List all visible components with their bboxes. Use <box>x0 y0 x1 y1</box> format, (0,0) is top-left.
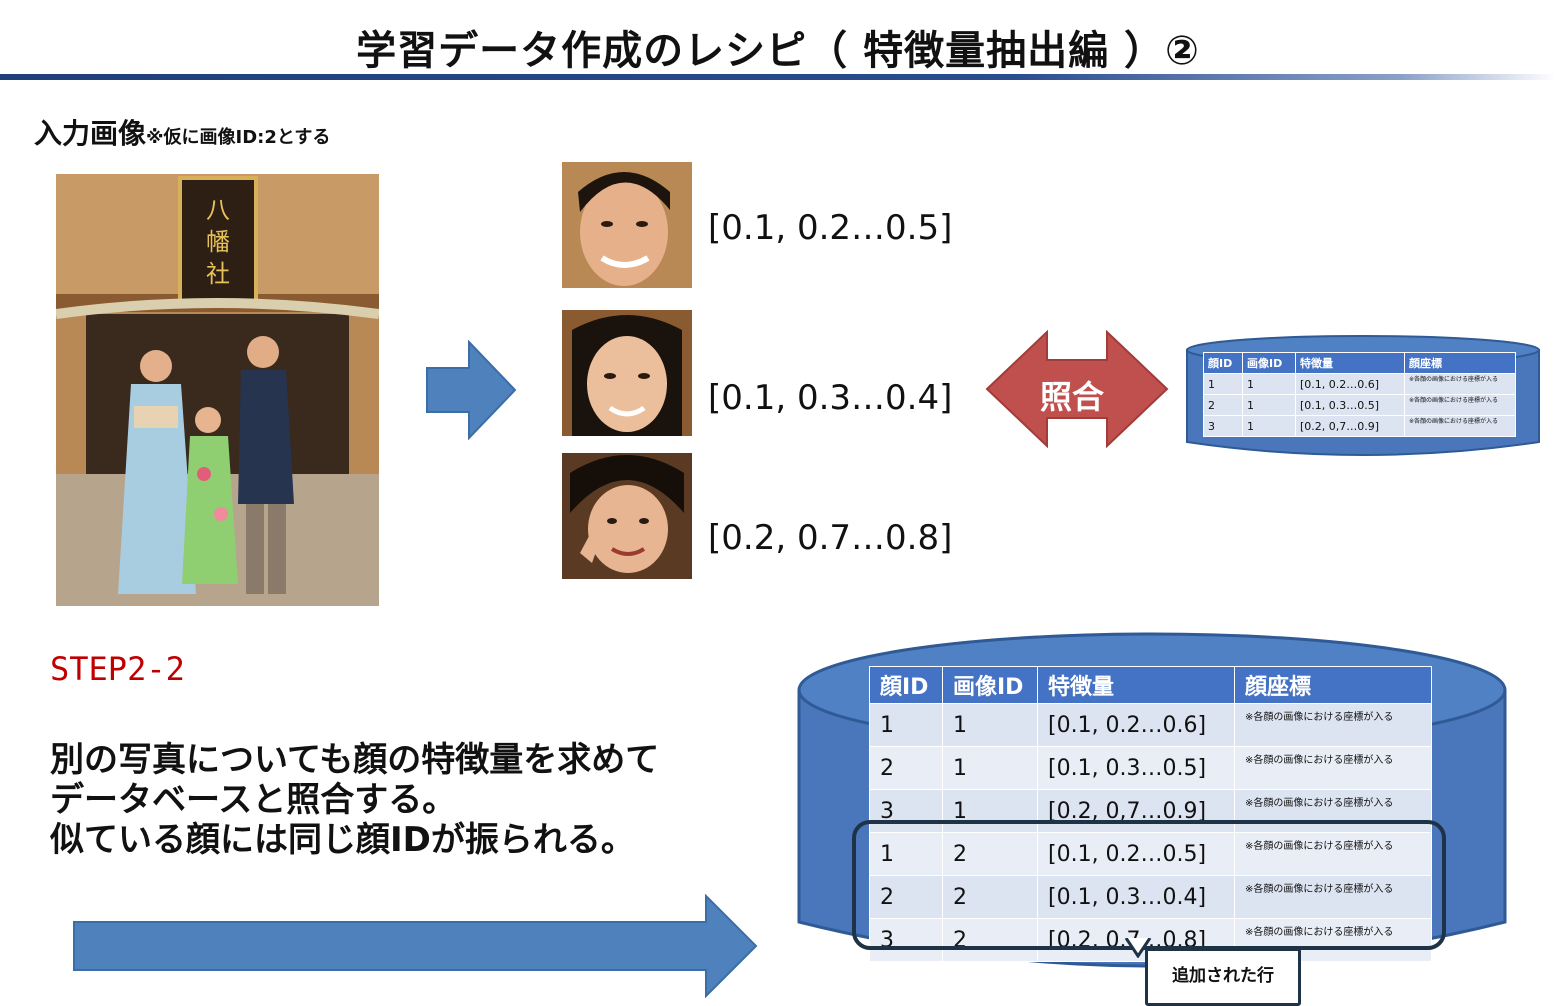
big-table-row: 1 1 [0.1, 0.2…0.6] ※各顔の画像における座標が入る <box>869 703 1432 747</box>
database-big-table: 顔ID 画像ID 特徴量 顔座標 1 1 [0.1, 0.2…0.6] ※各顔の… <box>869 666 1432 962</box>
big-table-row: 2 1 [0.1, 0.3…0.5] ※各顔の画像における座標が入る <box>869 746 1432 790</box>
match-label: 照合 <box>1040 378 1105 416</box>
face-2-illustration <box>562 310 692 436</box>
flow-arrow-bottom <box>73 894 758 998</box>
page-title: 学習データ作成のレシピ（ 特徴量抽出編 ）② <box>356 28 1200 74</box>
svg-text:幡: 幡 <box>206 228 230 256</box>
added-rows-highlight <box>852 820 1446 950</box>
face-crop-2 <box>562 310 692 436</box>
input-image-label: 入力画像※仮に画像ID:2とする <box>34 112 330 152</box>
big-table-row: 3 1 [0.2, 0,7…0.9] ※各顔の画像における座標が入る <box>869 789 1432 833</box>
added-rows-label: 追加された行 <box>1145 948 1301 1006</box>
step-description: 別の写真についても顔の特徴量を求めて データベースと照合する。 似ている顔には同… <box>50 740 659 860</box>
face-3-illustration <box>562 453 692 579</box>
big-col-image-id: 画像ID <box>942 666 1038 704</box>
small-table-row: 2 1 [0.1, 0.3…0.5] ※各顔の画像における座標が入る <box>1203 394 1516 416</box>
small-col-coord: 顔座標 <box>1404 352 1516 374</box>
description-line-3: 似ている顔には同じ顔IDが振られる。 <box>50 820 635 860</box>
small-col-image-id: 画像ID <box>1242 352 1296 374</box>
face-vector-3: [0.2, 0.7…0.8] <box>708 518 953 558</box>
step-label: STEP2-2 <box>50 650 185 688</box>
face-crop-3 <box>562 453 692 579</box>
big-col-coord: 顔座標 <box>1234 666 1432 704</box>
face-vector-1: [0.1, 0.2…0.5] <box>708 208 953 248</box>
small-col-face-id: 顔ID <box>1203 352 1243 374</box>
input-image-label-text: 入力画像 <box>34 117 147 150</box>
input-photo-illustration: 八 幡 社 <box>56 174 379 606</box>
small-table-row: 3 1 [0.2, 0,7…0.9] ※各顔の画像における座標が入る <box>1203 415 1516 437</box>
face-1-illustration <box>562 162 692 288</box>
face-crop-1 <box>562 162 692 288</box>
title-underline <box>0 74 1556 80</box>
input-image-note: ※仮に画像ID:2とする <box>146 127 331 148</box>
input-photo: 八 幡 社 <box>56 174 379 606</box>
svg-text:社: 社 <box>206 260 230 288</box>
description-line-1: 別の写真についても顔の特徴量を求めて <box>50 740 660 780</box>
big-col-feature: 特徴量 <box>1037 666 1235 704</box>
face-vector-2: [0.1, 0.3…0.4] <box>708 378 953 418</box>
match-double-arrow <box>985 330 1169 448</box>
description-line-2: データベースと照合する。 <box>50 780 457 820</box>
shrine-sign-text: 八 <box>206 196 230 224</box>
big-col-face-id: 顔ID <box>869 666 943 704</box>
callout-pointer <box>1124 938 1152 958</box>
small-col-feature: 特徴量 <box>1295 352 1405 374</box>
database-small-table: 顔ID 画像ID 特徴量 顔座標 1 1 [0.1, 0.2…0.6] ※各顔の… <box>1203 352 1516 437</box>
extract-arrow <box>426 340 517 440</box>
big-table-row-added: 2 2 [0.1, 0.3…0.4] ※各顔の画像における座標が入る <box>869 875 1432 919</box>
small-table-row: 1 1 [0.1, 0.2…0.6] ※各顔の画像における座標が入る <box>1203 373 1516 395</box>
